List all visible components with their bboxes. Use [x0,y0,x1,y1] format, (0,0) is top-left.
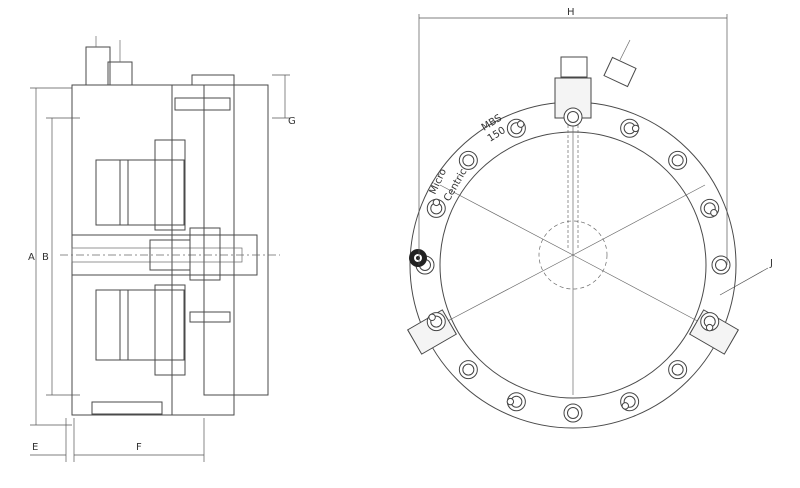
bolt-hole [711,255,731,275]
front-view: Micro Centric MBS 150 H J [406,7,773,429]
front-fitting-1 [560,56,588,78]
top-flange [191,74,235,86]
small-hole [710,208,718,217]
air-fitting-2 [107,61,133,86]
microcentric-logo-icon [409,249,427,267]
bottom-bolt [91,401,163,415]
center-hub [189,227,221,281]
small-hole [506,397,515,406]
bolt-hole [506,118,526,138]
bolt-hole [458,360,478,380]
bolt-hole [563,107,583,127]
chuck-body-right [171,84,235,416]
dim-leader-j [719,267,769,296]
bolt-holes [415,107,731,423]
small-hole [432,198,441,207]
side-section-view: A B G E F [28,36,296,462]
front-fitting-2 [603,56,637,88]
dim-label-j: J [769,258,773,269]
dim-label-g: G [288,116,296,127]
small-hole [631,124,640,133]
upper-cavity [95,159,129,226]
bolt-hole [458,150,478,170]
small-hole [705,323,714,332]
center-hidden-circle [538,220,608,290]
bolt-hole [668,150,688,170]
dim-label-f: F [136,442,142,453]
bolt-hole [426,198,446,218]
dim-label-e: E [32,442,38,453]
lower-jaw-block [154,284,186,376]
side-bolt [189,311,231,323]
dim-label-a: A [28,252,35,263]
upper-jaw-block [154,139,186,231]
back-plate [203,84,269,396]
lower-cavity [95,289,129,361]
radial-slots [439,115,706,395]
lower-piston [119,289,185,361]
dim-label-b: B [42,252,49,263]
small-hole [428,313,436,322]
small-hole [621,402,630,410]
chuck-body-left [71,84,173,416]
air-fitting-1 [85,46,111,86]
dim-label-h: H [567,7,575,18]
small-holes [428,120,718,410]
bolt-hole [668,360,688,380]
top-bolt [174,97,231,111]
upper-piston [119,159,185,226]
bolt-hole [563,403,583,423]
bolt-hole [620,118,640,138]
small-hole [516,120,525,128]
